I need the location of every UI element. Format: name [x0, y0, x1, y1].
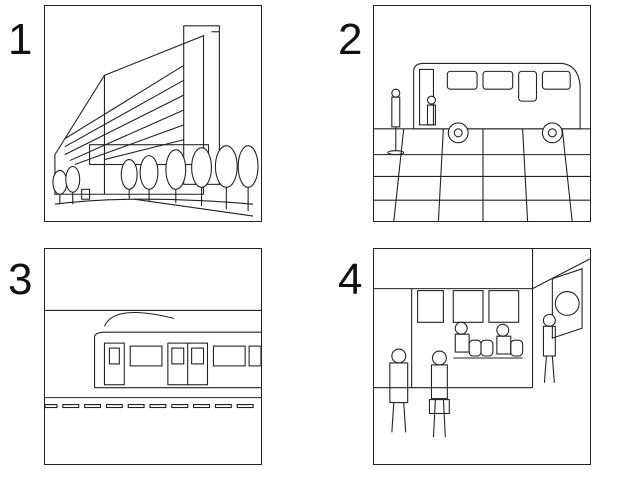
illustration-train-platform[interactable] — [44, 248, 262, 465]
panel-number-1: 1 — [8, 15, 33, 64]
illustration-office-building[interactable] — [44, 5, 262, 222]
panel-number-4: 4 — [338, 255, 363, 304]
panel-number-2: 2 — [338, 15, 363, 64]
panel-number-3: 3 — [8, 255, 33, 304]
illustration-station-waiting-room[interactable] — [373, 248, 591, 465]
illustration-bus-stop[interactable] — [373, 5, 591, 222]
